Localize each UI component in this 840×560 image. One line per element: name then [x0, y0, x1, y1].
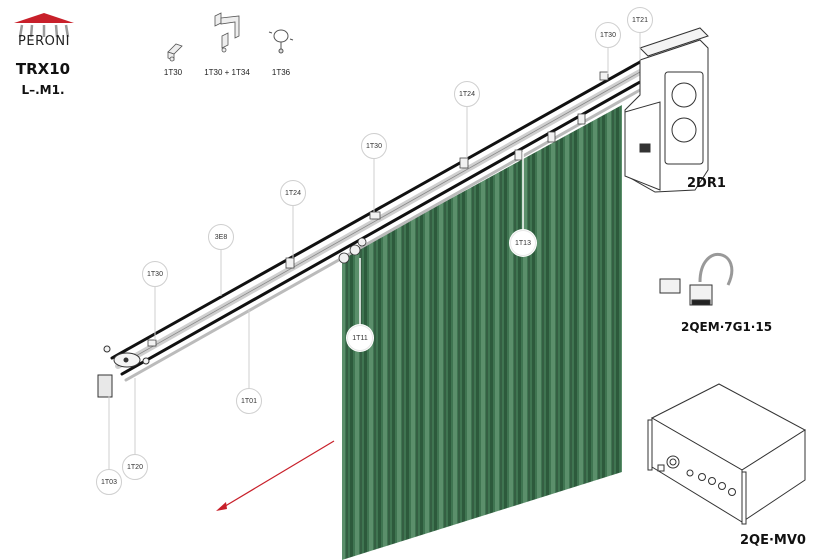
callout-1t30-mid: 1T30 — [361, 133, 387, 159]
accessory-label-1t36: 1T36 — [271, 68, 291, 77]
model-name: TRX10 — [15, 60, 71, 78]
idler-pulley — [97, 345, 150, 398]
pvc-curtain — [342, 105, 622, 560]
rail-brackets — [147, 71, 609, 347]
accessory-label-1t30: 1T30 — [163, 68, 183, 77]
label-cable: 2QEM·7G1·15 — [681, 320, 773, 334]
accessory-label-1t30-1t34: 1T30 + 1T34 — [204, 68, 250, 77]
cable-assembly — [659, 253, 734, 306]
motor-drive-unit — [624, 27, 709, 193]
label-drive-unit: 2DR1 — [687, 176, 726, 191]
callout-1t03: 1T03 — [96, 469, 122, 495]
opening-direction-arrow — [216, 440, 335, 511]
callout-leaders — [108, 33, 641, 469]
callout-1t01: 1T01 — [236, 388, 262, 414]
callout-1t13: 1T13 — [510, 230, 536, 256]
callout-1t30-top: 1T30 — [595, 22, 621, 48]
callout-1t20: 1T20 — [122, 454, 148, 480]
callout-1t24-left: 1T24 — [280, 180, 306, 206]
curtain-trolley — [338, 237, 367, 264]
bracket-1t30-icon — [167, 43, 183, 62]
clamp-1t36-icon — [268, 29, 294, 54]
callout-1t24-right: 1T24 — [454, 81, 480, 107]
callout-3e8: 3E8 — [208, 224, 234, 250]
callout-1t21: 1T21 — [627, 7, 653, 33]
callout-leaders-white — [359, 152, 524, 325]
callout-1t11: 1T11 — [347, 325, 373, 351]
brand-name: PERONI — [18, 34, 70, 49]
model-variant: L–.M1. — [21, 83, 65, 97]
temple-logo-icon — [14, 13, 74, 38]
bracket-1t30-1t34-icon — [214, 12, 240, 53]
control-box — [647, 383, 806, 525]
callout-1t30-left: 1T30 — [142, 261, 168, 287]
label-control-box: 2QE·MV0 — [740, 533, 806, 548]
